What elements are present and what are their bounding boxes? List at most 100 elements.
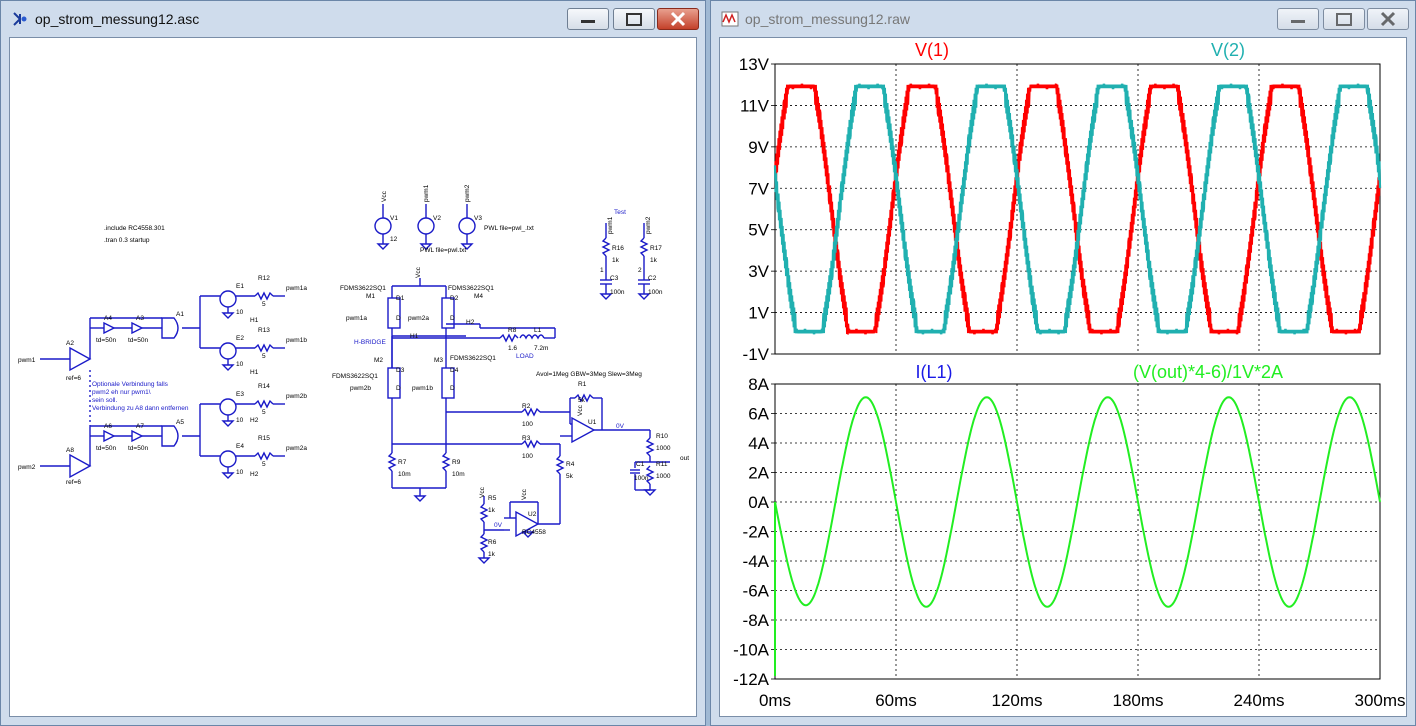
waveform-close-button[interactable] — [1367, 8, 1409, 30]
a3-label: A3 — [136, 315, 144, 322]
u1-out-voltage: 0V — [616, 423, 625, 430]
current-ytick-label: -8A — [743, 611, 770, 630]
legend-vout-expr[interactable]: (V(out)*4-6)/1V*2A — [1133, 362, 1283, 382]
waveform-title: op_strom_messung12.raw — [745, 11, 910, 27]
close-button[interactable] — [657, 8, 699, 30]
r7-value: 10m — [398, 471, 411, 478]
minimize-icon — [1291, 20, 1305, 23]
pwm2-label[interactable]: pwm2 — [18, 464, 36, 471]
close-icon — [670, 11, 686, 27]
xtick-label: 180ms — [1112, 691, 1163, 710]
voltage-ytick-label: 9V — [748, 138, 769, 157]
r3-label: R3 — [522, 435, 531, 442]
pwm1-label[interactable]: pwm1 — [18, 357, 36, 364]
a1-label: A1 — [176, 311, 184, 318]
current-ytick-label: -4A — [743, 552, 770, 571]
e1-gain: 10 — [236, 309, 244, 316]
waveform-maximize-button[interactable] — [1323, 8, 1365, 30]
a5-label: A5 — [176, 419, 184, 426]
r10-label: R10 — [656, 433, 668, 440]
e3-label: E3 — [236, 391, 244, 398]
a2-label: A2 — [66, 340, 74, 347]
voltage-ytick-label: 11V — [740, 96, 770, 115]
c3-label: C3 — [610, 275, 619, 282]
e3-gain: 10 — [236, 417, 244, 424]
hbridge-label: H-BRIDGE — [354, 339, 386, 346]
maximize-icon — [626, 13, 642, 26]
r4-label: R4 — [566, 461, 575, 468]
maximize-button[interactable] — [613, 8, 655, 30]
pwm1a-net: pwm1a — [286, 285, 307, 292]
r2-value: 100 — [522, 421, 533, 428]
m3-d: D — [450, 385, 455, 392]
test-pwm1: pwm1 — [607, 216, 614, 234]
u2-vcc: Vcc — [521, 488, 528, 500]
r2-label: R2 — [522, 403, 531, 410]
v1-value: 12 — [390, 236, 398, 243]
xtick-label: 120ms — [991, 691, 1042, 710]
h2-net: H2 — [466, 319, 475, 326]
current-ytick-label: 6A — [748, 405, 769, 424]
a8-ref: ref=6 — [66, 479, 81, 486]
v3-net: pwm2 — [464, 184, 471, 202]
schematic-title: op_strom_messung12.asc — [35, 11, 200, 27]
r14-value: 5 — [262, 409, 266, 416]
a2-ref: ref=6 — [66, 375, 81, 382]
d2-label: D2 — [450, 295, 459, 302]
current-ytick-label: 4A — [748, 434, 769, 453]
schematic-canvas[interactable]: .include RC4558.301 .tran 0.3 startup pw… — [9, 37, 697, 717]
tran-directive[interactable]: .tran 0.3 startup — [104, 237, 150, 244]
note-line-3[interactable]: sein soll. — [92, 397, 117, 404]
test-node-1: 1 — [600, 267, 604, 274]
e2-node: H1 — [250, 369, 259, 376]
r8-value: 1.6 — [508, 345, 517, 352]
r5-value: 1k — [488, 507, 496, 514]
include-directive[interactable]: .include RC4558.301 — [104, 225, 165, 232]
u1-label: U1 — [588, 419, 597, 426]
minimize-icon — [581, 20, 595, 23]
schematic-titlebar[interactable]: op_strom_messung12.asc — [1, 1, 705, 37]
waveform-app-icon — [721, 11, 739, 27]
opamp-params[interactable]: Avol=1Meg GBW=3Meg Slew=3Meg — [536, 371, 642, 378]
ltspice-schematic-icon — [13, 12, 27, 26]
waveform-titlebar[interactable]: op_strom_messung12.raw — [711, 1, 1415, 37]
h1-net: H1 — [410, 333, 419, 340]
voltage-plot-frame — [774, 63, 1381, 355]
legend-v2[interactable]: V(2) — [1211, 40, 1245, 60]
r12-label: R12 — [258, 275, 270, 282]
note-line-2[interactable]: pwm2 eh nur pwm1\ — [92, 389, 151, 396]
r9-value: 10m — [452, 471, 465, 478]
m1-d: D — [396, 315, 401, 322]
u2-model: RC4558 — [522, 529, 546, 536]
current-ytick-label: 2A — [748, 464, 769, 483]
test-pwm2: pwm2 — [645, 216, 652, 234]
v2-net: pwm1 — [423, 184, 430, 202]
r13-value: 5 — [262, 353, 266, 360]
current-ytick-label: -12A — [733, 670, 770, 689]
series-v1[interactable] — [773, 83, 1382, 335]
legend-il1[interactable]: I(L1) — [915, 362, 952, 382]
v2-label: V2 — [433, 215, 441, 222]
voltage-ytick-label: 1V — [748, 304, 769, 323]
series-vout-expr[interactable] — [774, 396, 1381, 676]
e3-node: H2 — [250, 417, 259, 424]
minimize-button[interactable] — [567, 8, 609, 30]
xtick-label: 240ms — [1233, 691, 1284, 710]
r10-value: 1000 — [656, 445, 671, 452]
waveform-minimize-button[interactable] — [1277, 8, 1319, 30]
out-net: out — [680, 455, 689, 462]
e1-label: E1 — [236, 283, 244, 290]
legend-v1[interactable]: V(1) — [915, 40, 949, 60]
a4-td: td=50n — [96, 337, 116, 344]
m1-gate: pwm1a — [346, 315, 367, 322]
series-v2[interactable] — [773, 83, 1382, 335]
schematic-window: op_strom_messung12.asc — [0, 0, 706, 726]
r17-label: R17 — [650, 245, 662, 252]
note-line-4[interactable]: Verbindung zu A8 dann entfernen — [92, 405, 189, 412]
note-line-1[interactable]: Optionale Verbindung falls — [92, 381, 169, 388]
